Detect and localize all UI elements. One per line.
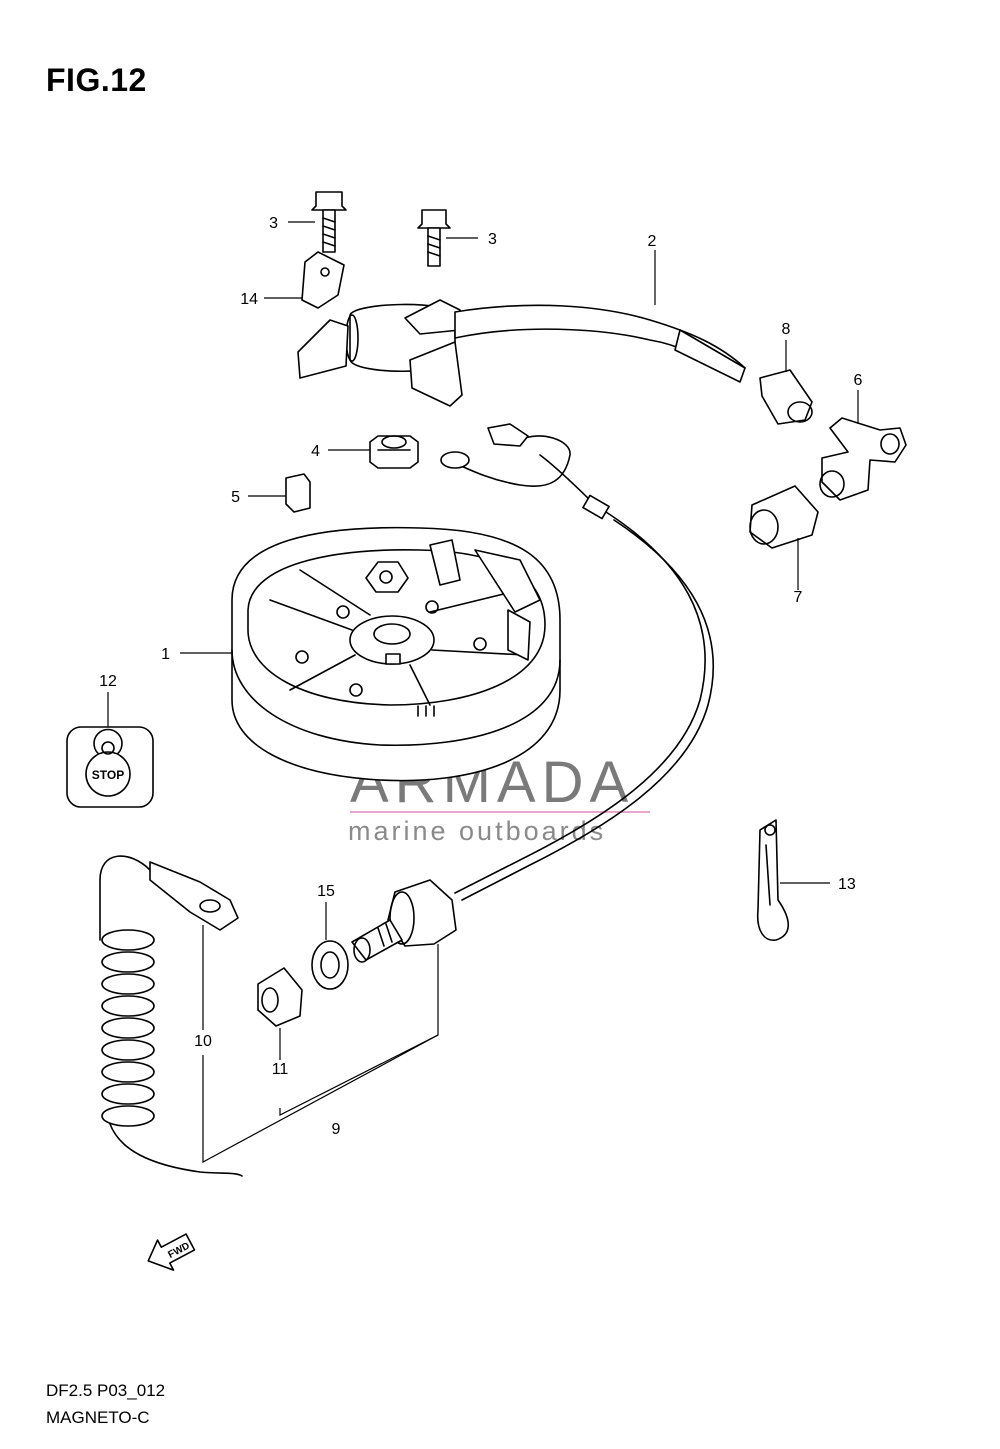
callout-7: 7 [794,589,803,606]
stop-plate-text: STOP [92,768,124,782]
flywheel [231,526,561,782]
stop-switch-lead [440,423,715,901]
callout-11: 11 [272,1061,289,1078]
figure-name: MAGNETO-C [46,1408,150,1427]
callout-8: 8 [782,321,791,338]
callout-9: 9 [332,1121,341,1138]
fwd-arrow: FWD [147,1233,196,1271]
stop-switch [351,879,457,963]
bolt-right [417,209,451,267]
callout-14: 14 [240,291,258,308]
plug-cap-boot [749,485,819,549]
callout-13: 13 [838,876,856,893]
emergency-lanyard [99,855,243,1177]
callout-4: 4 [311,443,320,460]
model-code: DF2.5 P03_012 [46,1381,166,1400]
callout-3-right: 3 [488,231,497,248]
callout-6: 6 [854,372,863,389]
bolt-left [311,191,347,253]
washer [311,940,349,990]
callout-2: 2 [648,233,657,250]
watermark-tagline: marine outboards [348,816,606,846]
woodruff-key [285,473,311,513]
callout-12: 12 [99,673,117,690]
callout-5: 5 [231,489,240,506]
coil-plate [301,251,345,309]
callout-3-left: 3 [269,215,278,232]
stop-plate: STOP [66,726,154,808]
leader-9 [279,944,439,1116]
callout-10: 10 [194,1033,212,1050]
callout-15: 15 [317,883,335,900]
ignition-coil [297,299,746,407]
spark-plug-cap [819,417,907,501]
lanyard-clip [756,819,790,941]
leader-10 [202,925,439,1164]
figure-title: FIG.12 [46,62,147,98]
switch-nut [257,967,303,1027]
plug-cap-sleeve [759,369,813,425]
flywheel-nut [369,435,419,469]
callout-1: 1 [161,646,170,663]
